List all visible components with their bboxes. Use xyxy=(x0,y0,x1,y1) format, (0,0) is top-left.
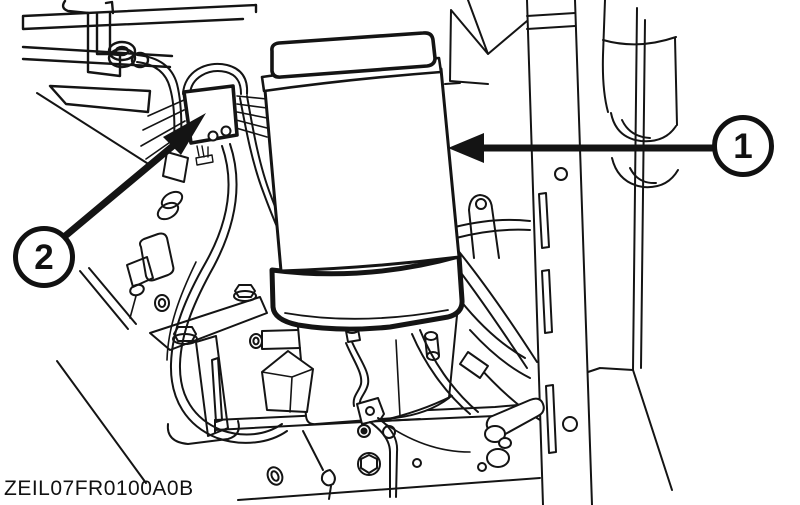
frame-right xyxy=(444,0,679,505)
callout-1-balloon: 1 xyxy=(712,115,774,177)
callout-2-balloon: 2 xyxy=(13,226,75,288)
figure-code-label: ZEIL07FR0100A0B xyxy=(4,477,194,500)
top-left-bracket xyxy=(21,0,258,484)
callout-2-arrow xyxy=(60,113,206,241)
wire-harness xyxy=(126,54,189,319)
mount-bracket xyxy=(149,143,288,445)
filter-head xyxy=(249,304,489,498)
hoses-right xyxy=(444,194,545,468)
canister-filter xyxy=(260,31,465,332)
callout-1-arrow xyxy=(448,133,716,163)
callout-1-number: 1 xyxy=(733,126,753,166)
callout-2-number: 2 xyxy=(34,237,54,277)
